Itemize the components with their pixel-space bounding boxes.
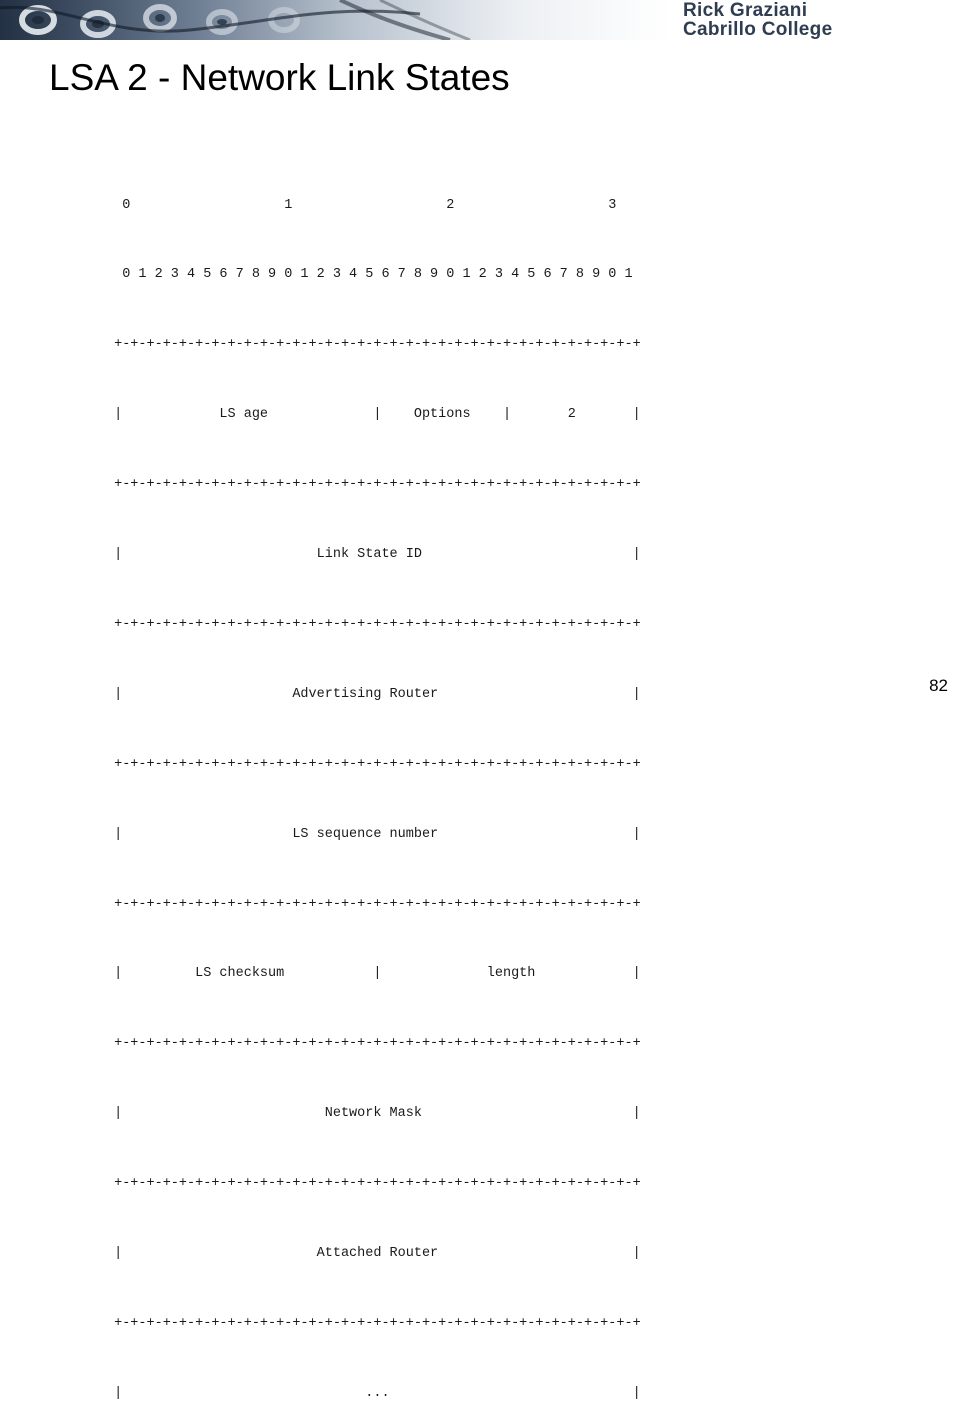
bit-scale-tens: 0 1 2 3 — [106, 197, 617, 213]
diagram-border: +-+-+-+-+-+-+-+-+-+-+-+-+-+-+-+-+-+-+-+-… — [106, 337, 641, 353]
header-banner: Rick Graziani Cabrillo College — [0, 0, 960, 40]
page-number: 82 — [929, 676, 948, 695]
network-cables-photo — [0, 0, 560, 40]
diagram-border: +-+-+-+-+-+-+-+-+-+-+-+-+-+-+-+-+-+-+-+-… — [106, 616, 641, 632]
row-ls-sequence-number: | LS sequence number | — [106, 826, 641, 842]
logo-college: Cabrillo College — [683, 19, 833, 40]
diagram-border: +-+-+-+-+-+-+-+-+-+-+-+-+-+-+-+-+-+-+-+-… — [106, 477, 641, 493]
row-link-state-id: | Link State ID | — [106, 547, 641, 563]
row-ls-age-options-type: | LS age | Options | 2 | — [106, 407, 641, 423]
row-network-mask: | Network Mask | — [106, 1106, 641, 1122]
bit-scale-units: 0 1 2 3 4 5 6 7 8 9 0 1 2 3 4 5 6 7 8 9 … — [106, 267, 633, 283]
row-continuation: | ... | — [106, 1385, 641, 1401]
slide-title: LSA 2 - Network Link States — [49, 57, 510, 98]
diagram-border: +-+-+-+-+-+-+-+-+-+-+-+-+-+-+-+-+-+-+-+-… — [106, 1036, 641, 1052]
diagram-border: +-+-+-+-+-+-+-+-+-+-+-+-+-+-+-+-+-+-+-+-… — [106, 1315, 641, 1331]
diagram-border: +-+-+-+-+-+-+-+-+-+-+-+-+-+-+-+-+-+-+-+-… — [106, 1176, 641, 1192]
diagram-border: +-+-+-+-+-+-+-+-+-+-+-+-+-+-+-+-+-+-+-+-… — [106, 896, 641, 912]
lsa-packet-diagram: 0 1 2 3 0 1 2 3 4 5 6 7 8 9 0 1 2 3 4 5 … — [106, 147, 641, 1428]
row-ls-checksum-length: | LS checksum | length | — [106, 966, 641, 982]
logo-name: Rick Graziani — [683, 0, 808, 21]
row-advertising-router: | Advertising Router | — [106, 686, 641, 702]
row-attached-router: | Attached Router | — [106, 1245, 641, 1261]
diagram-border: +-+-+-+-+-+-+-+-+-+-+-+-+-+-+-+-+-+-+-+-… — [106, 756, 641, 772]
